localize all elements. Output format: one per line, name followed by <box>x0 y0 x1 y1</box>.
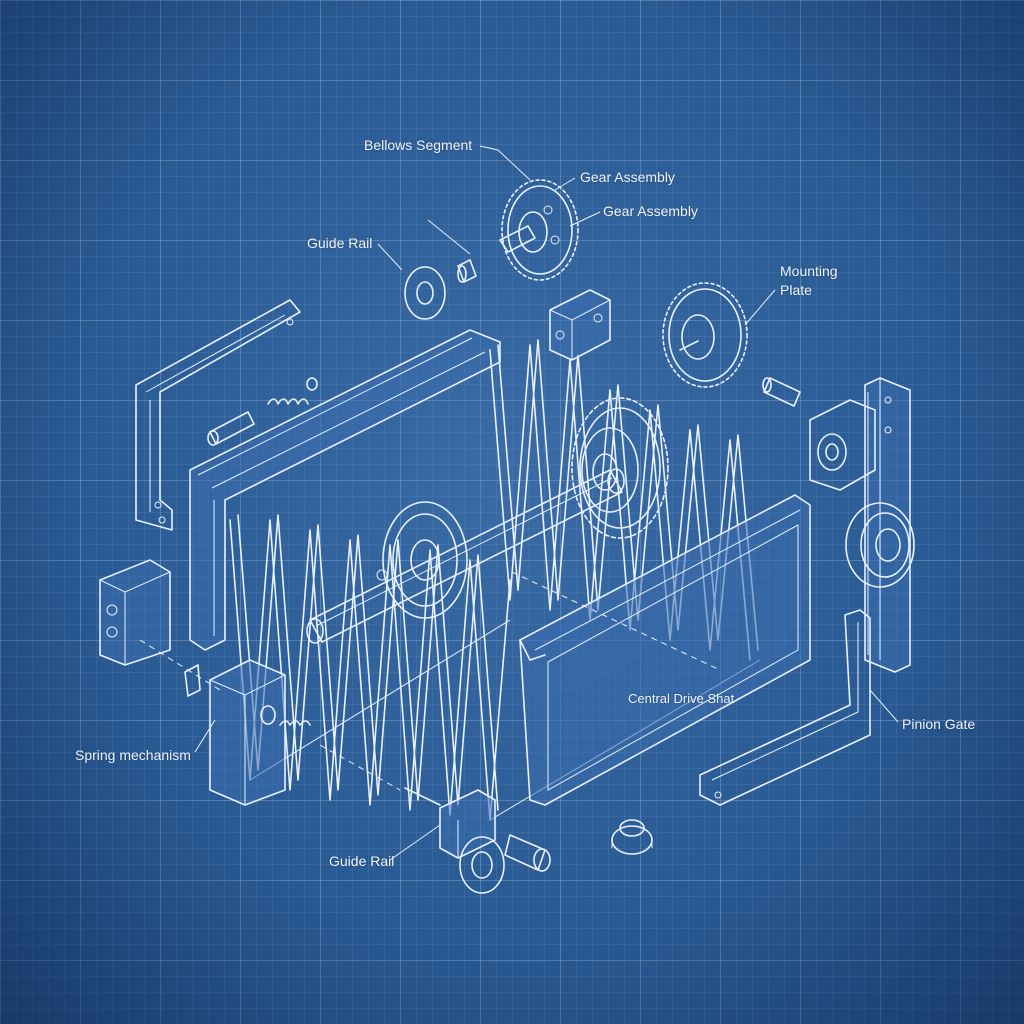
mounting-block-top <box>549 289 611 361</box>
label-gear-assembly-1: Gear Assembly <box>580 169 675 185</box>
bottom-washer <box>459 836 505 894</box>
spring-mechanism <box>184 659 311 806</box>
label-guide-rail-bottom: Guide Rail <box>329 853 395 869</box>
right-bracket <box>864 377 911 673</box>
bottom-bushing <box>504 834 551 872</box>
left-bracket <box>135 299 301 531</box>
label-guide-rail-top: Guide Rail <box>307 235 373 251</box>
right-pin <box>762 377 801 407</box>
bearing-housing-right <box>809 399 876 491</box>
guide-rail-bracket-bottom <box>404 787 496 859</box>
label-gear-assembly-2: Gear Assembly <box>603 203 698 219</box>
washer-top <box>404 259 477 320</box>
right-gear <box>662 282 748 388</box>
back-frame <box>189 329 501 651</box>
leader-lines <box>139 145 899 861</box>
front-frame <box>519 494 811 806</box>
label-pinion-gate: Pinion Gate <box>902 716 976 732</box>
shaft-gear-rear <box>571 397 669 539</box>
pulley-right <box>845 502 915 588</box>
pinion-gate-bracket <box>699 609 871 806</box>
top-gear-assembly <box>499 179 579 281</box>
shaft-gear-front <box>376 501 468 619</box>
bottom-pinion <box>611 819 653 855</box>
label-central-drive-shaft: Central Drive Shat <box>628 691 735 706</box>
label-spring-mechanism: Spring mechanism <box>75 747 191 763</box>
left-block <box>99 559 171 666</box>
central-drive-shaft <box>306 468 625 644</box>
label-mounting-plate: Mounting Plate <box>780 263 838 298</box>
label-bellows-segment: Bellows Segment <box>364 137 473 153</box>
spring-pin-upper <box>207 377 318 446</box>
